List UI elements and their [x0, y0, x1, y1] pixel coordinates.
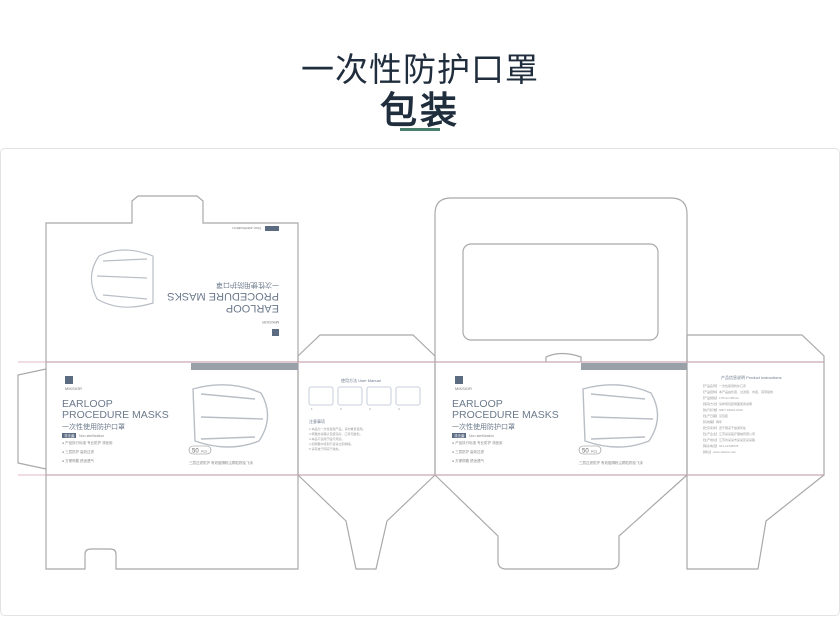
window-cutout [462, 243, 659, 341]
brand-logo-icon [65, 376, 73, 384]
caution-line: 4.如佩戴中感到不适请立即摘除。 [309, 441, 354, 446]
caution-line: 5.请存放于阴凉干燥处。 [309, 446, 342, 451]
top-band-2 [581, 363, 687, 370]
info-line: 【产品规格】175mm×95mm [701, 395, 740, 400]
dieline-sheet: MIKSIOR EARLOOP PROCEDURE MASKS 一次性使用防护口… [0, 148, 840, 616]
side-bottom-flap-1 [297, 474, 436, 570]
front-print-2: MIKSIOR EARLOOP PROCEDURE MASKS 一次性使用防护口… [452, 376, 659, 465]
feature-line: ● 三层防护 高效过滤 [452, 449, 485, 454]
side-bottom-flap-2 [686, 474, 825, 570]
lid-line-en-1: EARLOOP [226, 302, 279, 314]
bottom-note: 三层过滤防护 有效阻隔粉尘颗粒物及飞沫 [579, 460, 643, 465]
title-accent-bar [400, 128, 440, 131]
lid-brand-name: MIKSIOR [262, 320, 279, 325]
badge [452, 433, 466, 438]
step-label: 3 [369, 407, 371, 411]
count-unit: PCS [591, 450, 597, 454]
lid-mask-icon [90, 249, 154, 308]
caution-title: 注意事项 [309, 418, 325, 424]
count-unit: PCS [201, 450, 207, 454]
caution-line: 2.佩戴前请确认包装完好，口罩无破损。 [309, 431, 363, 436]
lid-print-rotated: MIKSIOR EARLOOP PROCEDURE MASKS 一次性使用防护口… [90, 226, 279, 336]
lid-tongue [545, 352, 582, 362]
info-line: 【产品结构】本产品由外层、过滤层、内层、耳带组成 [701, 389, 773, 394]
step-label: 1 [311, 407, 313, 411]
box-dieline-diagram: MIKSIOR EARLOOP PROCEDURE MASKS 一次性使用防护口… [17, 195, 825, 570]
info-line: 【产品名称】一次性使用防护口罩 [701, 383, 746, 388]
page-title: 一次性防护口罩 [301, 50, 539, 89]
feature-line: ● 产品执行标准 专业防护 非医用 [62, 440, 113, 445]
front-print-1: MIKSIOR EARLOOP PROCEDURE MASKS 一次性使用防护口… [62, 376, 269, 465]
info-title: 产品信息说明 Product Instructions [721, 374, 781, 380]
info-line: 【联系电话】021-12345678 [701, 443, 739, 448]
info-line: 【网址】www.miksior.com [701, 449, 737, 454]
count-badge: 50 [582, 449, 589, 455]
glue-flap [17, 368, 47, 470]
info-line: 【执行标准】GB/T 32610-2016 [701, 407, 743, 412]
badge-caption: Non-sterilization [469, 434, 494, 438]
caution-line: 3.本品不适用于医疗用途。 [309, 436, 345, 441]
left-bottom-flap [45, 475, 299, 570]
badge-text: 非无菌 [64, 433, 75, 438]
step-label: 2 [340, 407, 342, 411]
line-en-1: EARLOOP [62, 398, 113, 410]
page-subtitle: 包装 [380, 89, 460, 132]
manual-step-icons [308, 386, 421, 406]
manual-print: 使用方法 User Manual 1 2 3 4 注意事项 1.本品为一次性使用… [308, 377, 421, 451]
mask-illustration [582, 384, 659, 448]
brand-logo-icon [455, 376, 463, 384]
feature-line: ● 产品执行标准 专业防护 非医用 [452, 440, 503, 445]
lid-line-en-2: PROCEDURE MASKS [167, 290, 279, 302]
lid-line-cn: 一次性使用防护口罩 [216, 281, 279, 290]
info-print: 产品信息说明 Product Instructions 【产品名称】一次性使用防… [701, 374, 781, 454]
line-en-2: PROCEDURE MASKS [452, 409, 559, 421]
badge-text: 非无菌 [454, 433, 465, 438]
lid-badge-caption: Non-sterilization [232, 226, 261, 231]
brand-logo-icon [272, 329, 279, 336]
fold-lines [18, 361, 824, 476]
brand-name: MIKSIOR [65, 386, 82, 391]
window-lid [434, 197, 688, 362]
side-top-flap-1 [297, 334, 436, 362]
brand-name: MIKSIOR [455, 386, 472, 391]
info-line: 【生产日期】见包装 [701, 413, 728, 418]
line-cn: 一次性使用防护口罩 [452, 422, 515, 431]
count-badge: 50 [192, 449, 199, 455]
manual-title: 使用方法 User Manual [341, 377, 381, 383]
line-cn: 一次性使用防护口罩 [62, 422, 125, 431]
info-line: 【生产地址】江苏省某某市某某区某某路 [701, 437, 755, 442]
feature-line: ● 方便佩戴 舒适透气 [452, 458, 485, 463]
right-bottom-flap [434, 474, 688, 570]
feature-line: ● 方便佩戴 舒适透气 [62, 458, 95, 463]
info-line: 【有效期】两年 [701, 419, 722, 424]
side-top-flap-2 [686, 334, 825, 362]
lid-badge [265, 226, 279, 231]
caution-line: 1.本品为一次性使用产品，请勿重复使用。 [309, 426, 366, 431]
info-line: 【使用方法】请参阅包装侧面使用说明 [701, 401, 752, 406]
top-band-1 [191, 363, 298, 370]
line-en-2: PROCEDURE MASKS [62, 409, 169, 421]
bottom-note: 三层过滤防护 有效阻隔粉尘颗粒物及飞沫 [189, 460, 253, 465]
badge-caption: Non-sterilization [79, 434, 104, 438]
left-lid [45, 195, 299, 362]
info-line: 【生产企业】江苏某某医疗器械有限公司 [701, 431, 755, 436]
step-label: 4 [398, 407, 400, 411]
badge [62, 433, 76, 438]
info-line: 【贮存条件】置于阴凉干燥通风处 [701, 425, 746, 430]
line-en-1: EARLOOP [452, 398, 503, 410]
feature-line: ● 三层防护 高效过滤 [62, 449, 95, 454]
mask-illustration [192, 384, 269, 448]
